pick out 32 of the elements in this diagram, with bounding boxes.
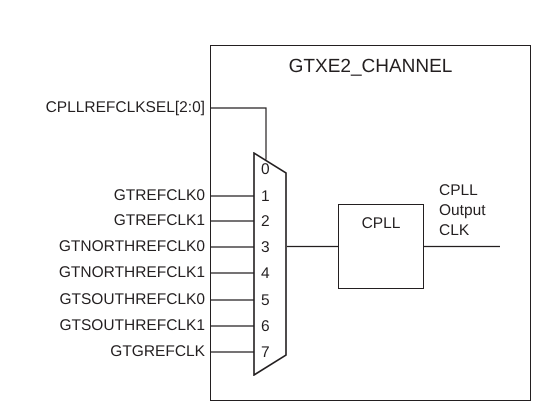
input-number: 7 (261, 344, 270, 362)
signal-line (210, 299, 254, 301)
input-number: 5 (261, 292, 270, 310)
signal-name: GTSOUTHREFCLK1 (59, 317, 205, 335)
signal-name: CPLLREFCLKSEL[2:0] (46, 99, 205, 117)
signal-line (424, 246, 500, 248)
signal-name: GTGREFCLK (110, 343, 205, 361)
signal-line (210, 220, 254, 222)
signal-line (210, 107, 267, 160)
multiplexer (253, 152, 287, 376)
pll-block (338, 204, 424, 289)
signal-name: GTREFCLK0 (114, 187, 205, 205)
input-number: 6 (261, 318, 270, 336)
signal-line (210, 246, 254, 248)
block-title: GTXE2_CHANNEL (288, 56, 454, 78)
signal-line (210, 195, 254, 197)
channel-block (210, 45, 531, 401)
signal-line (287, 246, 338, 248)
block-label: CPLL (360, 215, 402, 233)
input-number: 3 (261, 239, 270, 257)
signal-name: GTNORTHREFCLK1 (58, 264, 205, 282)
signal-name: GTNORTHREFCLK0 (58, 238, 205, 256)
signal-line (210, 325, 254, 327)
input-number: 0 (261, 161, 270, 179)
signal-line (210, 272, 254, 274)
signal-name: GTREFCLK1 (114, 212, 205, 230)
input-number: 2 (261, 213, 270, 231)
input-number: 1 (261, 188, 270, 206)
edge-label: CPLL Output CLK (439, 180, 487, 240)
signal-name: GTSOUTHREFCLK0 (59, 291, 205, 309)
signal-line (210, 351, 254, 353)
input-number: 4 (261, 265, 270, 283)
